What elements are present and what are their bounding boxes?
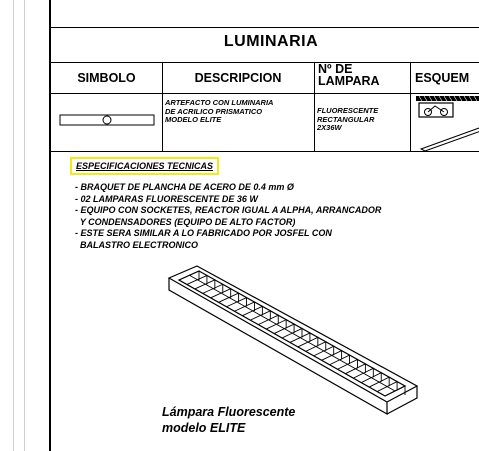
spec-line: BALASTRO ELECTRONICO [75, 239, 198, 250]
desc-line-3: MODELO ELITE [165, 115, 222, 124]
louver-slat [289, 332, 311, 343]
louver-slat [361, 372, 382, 384]
spec-line: - 02 LAMPARAS FLUORESCENTE DE 36 W [75, 193, 258, 204]
louver-slat [337, 358, 358, 370]
louver-slat [368, 376, 390, 388]
row-lampara: FLUORESCENTE RECTANGULAR 2X36W [317, 106, 379, 133]
louver-slat [178, 270, 200, 281]
header-simbolo: SIMBOLO [77, 71, 136, 85]
title-bottom-border [51, 62, 479, 63]
header-lampara: Nº DE LAMPARA [318, 62, 408, 88]
louver-slat [313, 345, 335, 357]
lamp-line-2: RECTANGULAR [317, 114, 375, 124]
louver-slat [194, 279, 216, 290]
caption-line-1: Lámpara Fluorescente [162, 405, 296, 419]
spec-line: - BRAQUET DE PLANCHA DE ACERO DE 0.4 mm … [75, 182, 294, 192]
desc-line-2: DE ACRILICO PRISMATICO [165, 106, 263, 116]
louver-slat [210, 287, 232, 299]
header-lampara-line1: Nº DE [318, 62, 353, 76]
louver-slat [329, 354, 350, 366]
specs-list: - BRAQUET DE PLANCHA DE ACERO DE 0.4 mm … [75, 182, 479, 251]
desc-line-1: ARTEFACTO CON LUMINARIA [165, 98, 274, 107]
luminaire-isometric-drawing [167, 265, 419, 416]
spec-line: - ESTE SERA SIMILAR A LO FABRICADO POR J… [75, 228, 332, 238]
fluorescent-symbol-icon [59, 114, 155, 126]
louver-slat [265, 318, 287, 330]
louver-grid [178, 270, 406, 397]
col-divider-1 [162, 62, 163, 151]
louver-center-rail [188, 274, 396, 392]
row-descripcion: ARTEFACTO CON LUMINARIA DE ACRILICO PRIS… [165, 98, 274, 125]
table-bottom-border [51, 151, 479, 152]
table-title: LUMINARIA [223, 33, 319, 50]
louver-slat [234, 301, 255, 312]
louver-slat [384, 385, 406, 397]
col-divider-2 [314, 62, 315, 151]
louver-slat [202, 283, 224, 294]
louver-slat [226, 296, 247, 308]
lamp-line-3: 2X36W [317, 123, 342, 132]
header-bottom-border [51, 93, 479, 94]
lamp-line-1: FLUORESCENTE [317, 106, 379, 115]
louver-slat [186, 274, 208, 285]
louver-slat [250, 310, 271, 321]
louver-slat [321, 349, 343, 361]
louver-slat [376, 380, 398, 392]
louver-slat [258, 314, 279, 326]
luminaria-sheet: LUMINARIA SIMBOLO DESCRIPCION Nº DE LAMP… [49, 0, 479, 451]
col-divider-3 [410, 62, 411, 151]
louver-slat [297, 336, 319, 348]
luminaire-schema-icon [416, 95, 479, 151]
louver-slat [353, 367, 374, 379]
figure-caption: Lámpara Fluorescente modelo ELITE [162, 404, 295, 436]
caption-line-2: modelo ELITE [162, 421, 246, 435]
louver-slat [273, 323, 295, 334]
louver-slat [281, 327, 303, 339]
header-descripcion: DESCRIPCION [194, 71, 282, 85]
specs-title: ESPECIFICACIONES TECNICAS [70, 157, 220, 175]
spec-line: - EQUIPO CON SOCKETES, REACTOR IGUAL A A… [75, 205, 382, 215]
header-esquema: ESQUEM [415, 71, 470, 85]
spec-line: Y CONDENSADORES (EQUIPO DE ALTO FACTOR) [75, 216, 296, 227]
left-margin-rule-2 [24, 0, 25, 451]
louver-slat [345, 363, 366, 375]
louver-slat [305, 341, 327, 352]
header-lampara-line2: LAMPARA [318, 74, 380, 88]
louver-slat [242, 305, 263, 317]
left-margin-rule [13, 0, 14, 451]
table-top-border [51, 27, 479, 28]
louver-slat [218, 292, 240, 303]
